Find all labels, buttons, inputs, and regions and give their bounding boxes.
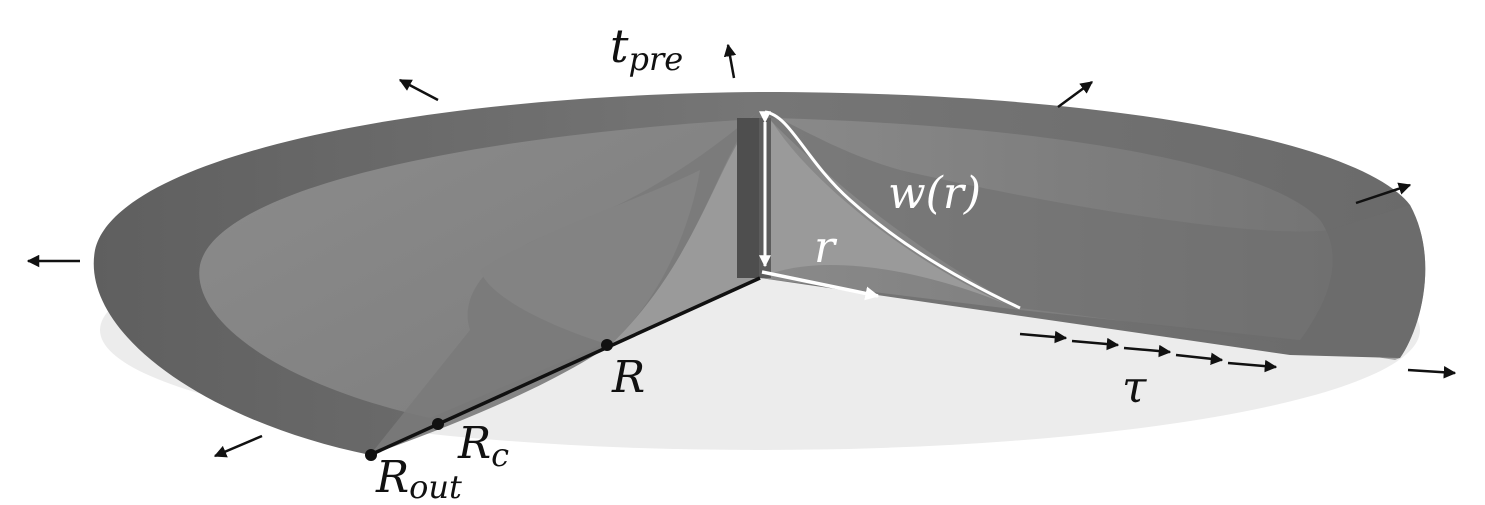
section-gap xyxy=(610,118,1020,345)
label-t-main: t xyxy=(610,19,629,73)
label-Rout-main: R xyxy=(375,452,409,503)
arrow-right xyxy=(1355,182,1412,205)
label-t-sub: pre xyxy=(629,40,684,78)
arrow-bottom-left xyxy=(213,434,263,458)
tau-arrow-4 xyxy=(1175,352,1224,365)
label-t-pre: tpre xyxy=(610,19,683,78)
arrow-top-right xyxy=(1057,80,1094,109)
tau-arrow-2 xyxy=(1071,337,1120,351)
arrow-top-left xyxy=(398,78,439,102)
label-Rout: Rout xyxy=(375,452,462,505)
label-w-r: w(r) xyxy=(888,168,981,219)
tau-arrow-5 xyxy=(1227,359,1278,373)
arrow-far-right xyxy=(1407,366,1457,379)
label-Rc: Rc xyxy=(457,418,509,474)
label-Rc-sub: c xyxy=(491,436,509,474)
point-Rout xyxy=(365,449,377,461)
label-Rout-sub: out xyxy=(409,468,462,505)
point-Rc xyxy=(432,418,444,430)
tau-arrow-1 xyxy=(1019,330,1068,344)
arrow-top xyxy=(723,43,737,79)
membrane-inner-left xyxy=(199,118,758,418)
deflection-profile-curve xyxy=(764,110,1021,310)
label-R: R xyxy=(611,352,645,403)
point-R xyxy=(601,339,613,351)
shear-tau-arrows xyxy=(1019,330,1278,373)
label-Rc-main: R xyxy=(457,418,491,469)
prestress-arrows xyxy=(26,43,1457,458)
cone-left-shade xyxy=(480,170,700,345)
center-post xyxy=(737,118,759,278)
radial-r-arrow xyxy=(761,270,880,301)
cone-right-flank xyxy=(762,112,1426,360)
label-tau: τ xyxy=(1122,362,1147,413)
tau-arrow-3 xyxy=(1123,344,1172,358)
label-r: r xyxy=(814,222,838,273)
